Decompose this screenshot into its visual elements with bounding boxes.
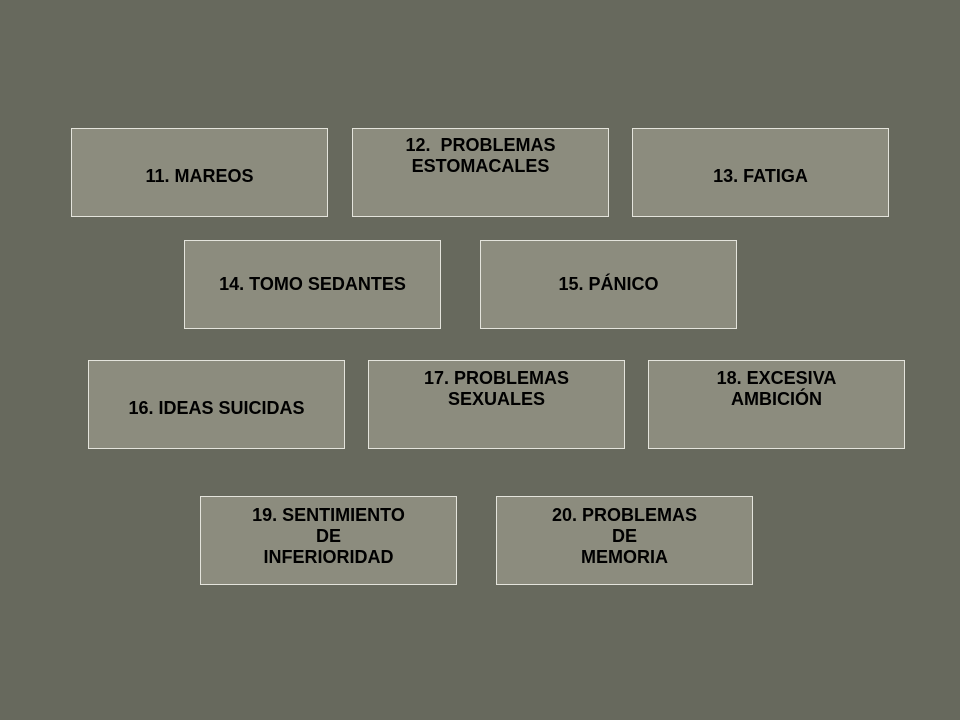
- item-12-problemas-estomacales: 12. PROBLEMAS ESTOMACALES: [352, 128, 609, 217]
- item-11-mareos: 11. MAREOS: [71, 128, 328, 217]
- item-14-tomo-sedantes: 14. TOMO SEDANTES: [184, 240, 441, 329]
- item-17-problemas-sexuales: 17. PROBLEMAS SEXUALES: [368, 360, 625, 449]
- item-16-label: 16. IDEAS SUICIDAS: [128, 398, 305, 418]
- item-12-label-line-2: ESTOMACALES: [411, 156, 550, 176]
- item-17-label-line-1: 17. PROBLEMAS: [423, 368, 570, 388]
- item-14-label: 14. TOMO SEDANTES: [219, 274, 406, 294]
- item-18-label-line-1: 18. EXCESIVA: [716, 368, 837, 388]
- item-20-label-line-3: MEMORIA: [581, 547, 668, 567]
- item-18-label-line-2: AMBICIÓN: [731, 389, 822, 409]
- item-19-label-line-2: DE: [315, 526, 341, 546]
- item-12-label-line-1: 12. PROBLEMAS: [405, 135, 556, 155]
- item-20-label-line-2: DE: [611, 526, 637, 546]
- item-11-label: 11. MAREOS: [145, 166, 254, 186]
- item-20-problemas-de-memoria: 20. PROBLEMAS DE MEMORIA: [496, 496, 753, 585]
- item-15-panico: 15. PÁNICO: [480, 240, 737, 329]
- item-20-label-line-1: 20. PROBLEMAS: [551, 505, 698, 525]
- item-16-ideas-suicidas: 16. IDEAS SUICIDAS: [88, 360, 345, 449]
- item-17-label-line-2: SEXUALES: [447, 389, 546, 409]
- item-18-excesiva-ambicion: 18. EXCESIVA AMBICIÓN: [648, 360, 905, 449]
- item-13-fatiga: 13. FATIGA: [632, 128, 889, 217]
- item-13-label: 13. FATIGA: [713, 166, 808, 186]
- item-19-label-line-1: 19. SENTIMIENTO: [252, 505, 405, 525]
- item-19-label-line-3: INFERIORIDAD: [263, 547, 394, 567]
- item-15-label: 15. PÁNICO: [558, 274, 659, 294]
- item-19-sentimiento-de-inferioridad: 19. SENTIMIENTO DE INFERIORIDAD: [200, 496, 457, 585]
